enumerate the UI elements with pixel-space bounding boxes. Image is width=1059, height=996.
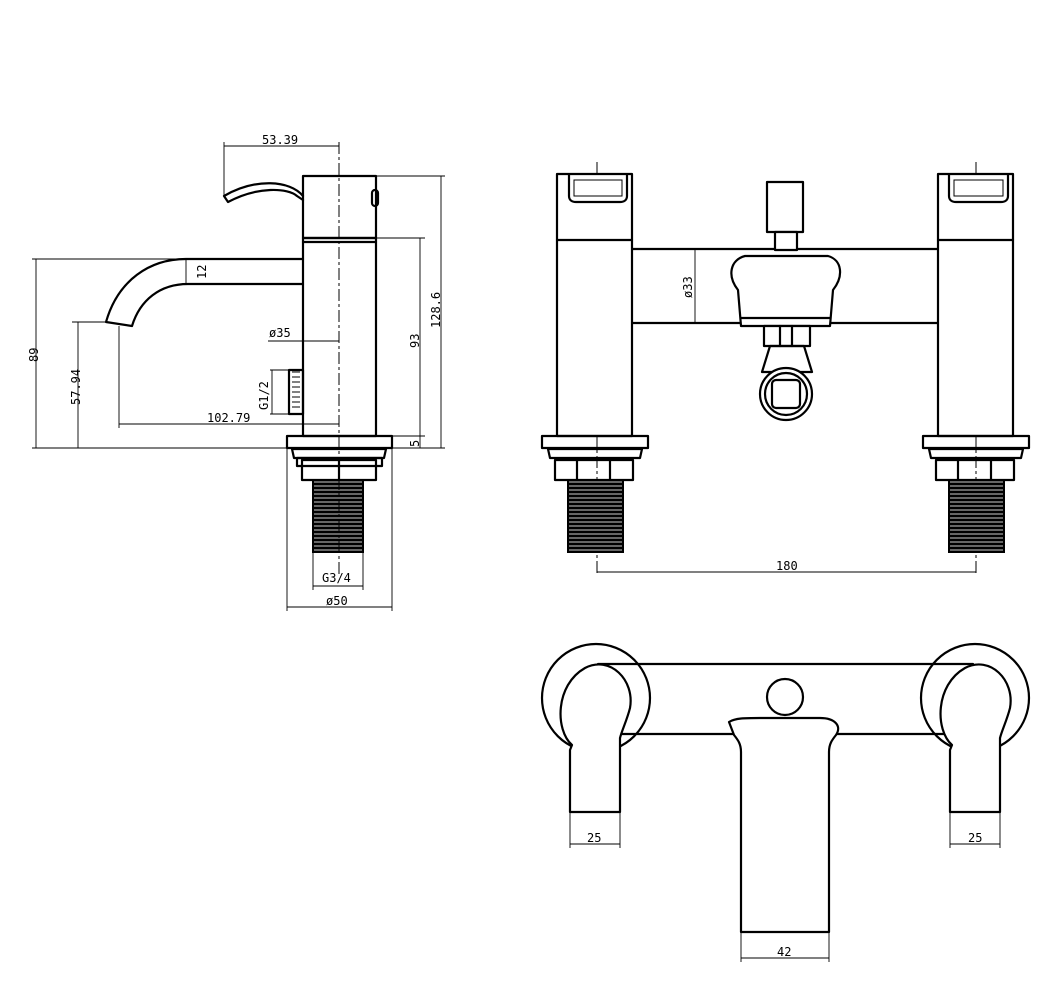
top-view: 25 25 42 bbox=[540, 642, 1031, 962]
front-right-thread bbox=[948, 479, 1005, 553]
dim-outlet-height: 57.94 bbox=[69, 369, 83, 405]
dim-right-handle-width: 25 bbox=[968, 831, 982, 845]
dim-overall-height: 128.6 bbox=[429, 292, 443, 328]
front-left-pillar bbox=[555, 172, 634, 438]
top-diverter-knob bbox=[765, 677, 805, 717]
dim-left-handle-width: 25 bbox=[587, 831, 601, 845]
top-left-handle bbox=[559, 663, 632, 814]
dim-spout-projection: 102.79 bbox=[207, 411, 250, 425]
front-diverter-knob bbox=[765, 180, 805, 234]
dim-spout-reach: 53.39 bbox=[262, 133, 298, 147]
dim-base-diameter: ø50 bbox=[326, 594, 348, 608]
dim-hose-connection: G1/2 bbox=[257, 381, 271, 410]
dim-spout-thickness: 12 bbox=[195, 265, 209, 279]
dim-body-height: 93 bbox=[408, 334, 422, 348]
dim-body-diameter: ø35 bbox=[269, 326, 291, 340]
front-left-thread bbox=[567, 479, 624, 553]
front-view: ø33 180 bbox=[540, 162, 1031, 575]
side-spout bbox=[104, 257, 305, 328]
front-diverter-housing bbox=[730, 254, 842, 328]
dim-spout-width: 42 bbox=[777, 945, 791, 959]
dim-centres: 180 bbox=[776, 559, 798, 573]
dim-base-thickness: 5 bbox=[408, 440, 422, 447]
side-thread bbox=[312, 479, 364, 553]
top-right-handle bbox=[939, 663, 1012, 814]
dim-inlet-thread: G3/4 bbox=[322, 571, 351, 585]
dim-diverter-diameter: ø33 bbox=[681, 276, 695, 298]
front-right-pillar bbox=[936, 172, 1015, 438]
side-view: 53.39 12 89 57.94 ø35 G1/2 102.79 93 128… bbox=[27, 133, 445, 611]
dim-height: 89 bbox=[27, 348, 41, 362]
top-spout bbox=[727, 716, 840, 934]
